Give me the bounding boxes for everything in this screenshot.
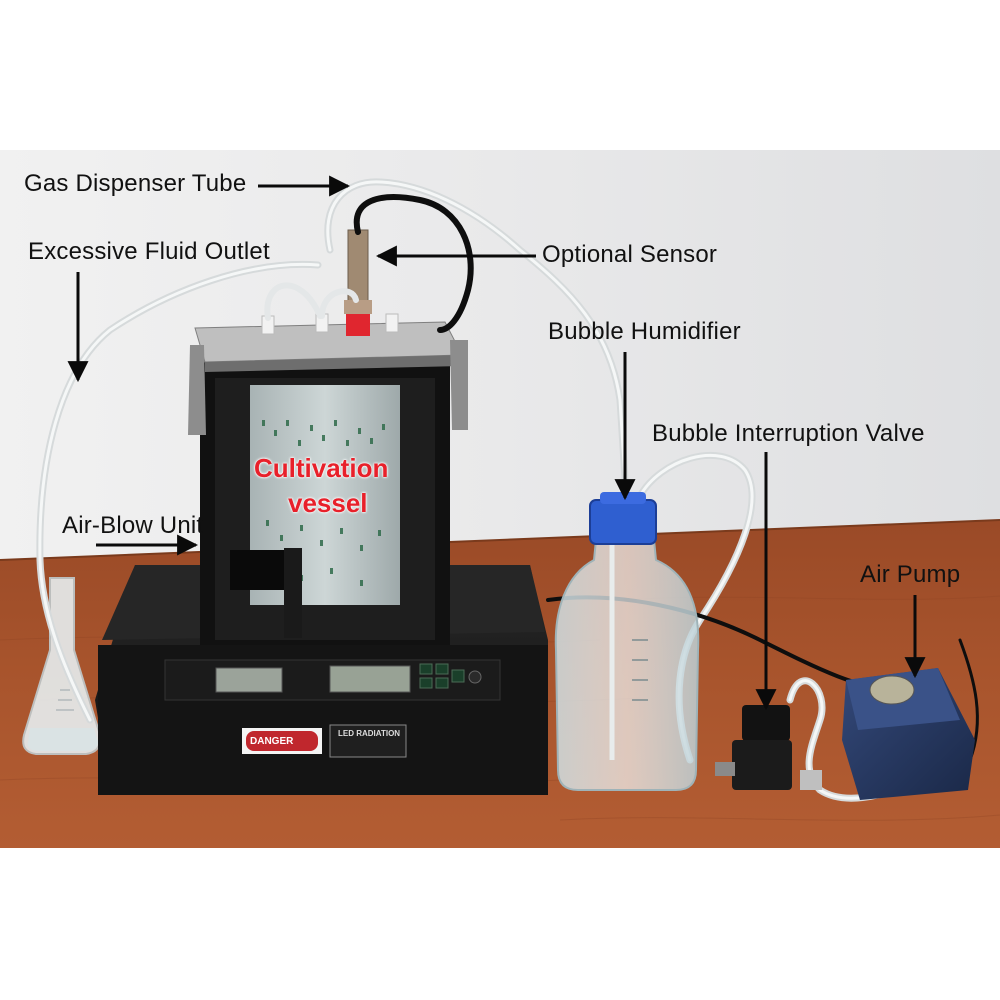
vessel-label-line2: vessel: [288, 488, 368, 518]
led-radiation-badge: LED RADIATION: [338, 729, 401, 738]
danger-badge: DANGER: [250, 736, 294, 747]
label-air-blow-unit: Air-Blow Unit: [62, 512, 204, 539]
label-bubble-humidifier: Bubble Humidifier: [548, 318, 741, 345]
label-gas-dispenser-tube: Gas Dispenser Tube: [24, 170, 247, 197]
bubble-humidifier-bottle: [554, 492, 700, 791]
optional-sensor-fitting: [344, 229, 372, 336]
cultivation-vessel-frame: [188, 321, 468, 645]
air-pump: [842, 668, 975, 800]
label-excessive-fluid-outlet: Excessive Fluid Outlet: [28, 238, 270, 265]
bubble-interruption-valve: [715, 705, 822, 790]
label-optional-sensor: Optional Sensor: [542, 241, 718, 268]
label-bubble-interruption-valve: Bubble Interruption Valve: [652, 420, 925, 447]
label-air-pump: Air Pump: [860, 561, 961, 588]
vessel-label-line1: Cultivation: [254, 453, 389, 483]
wall: [0, 150, 1000, 570]
